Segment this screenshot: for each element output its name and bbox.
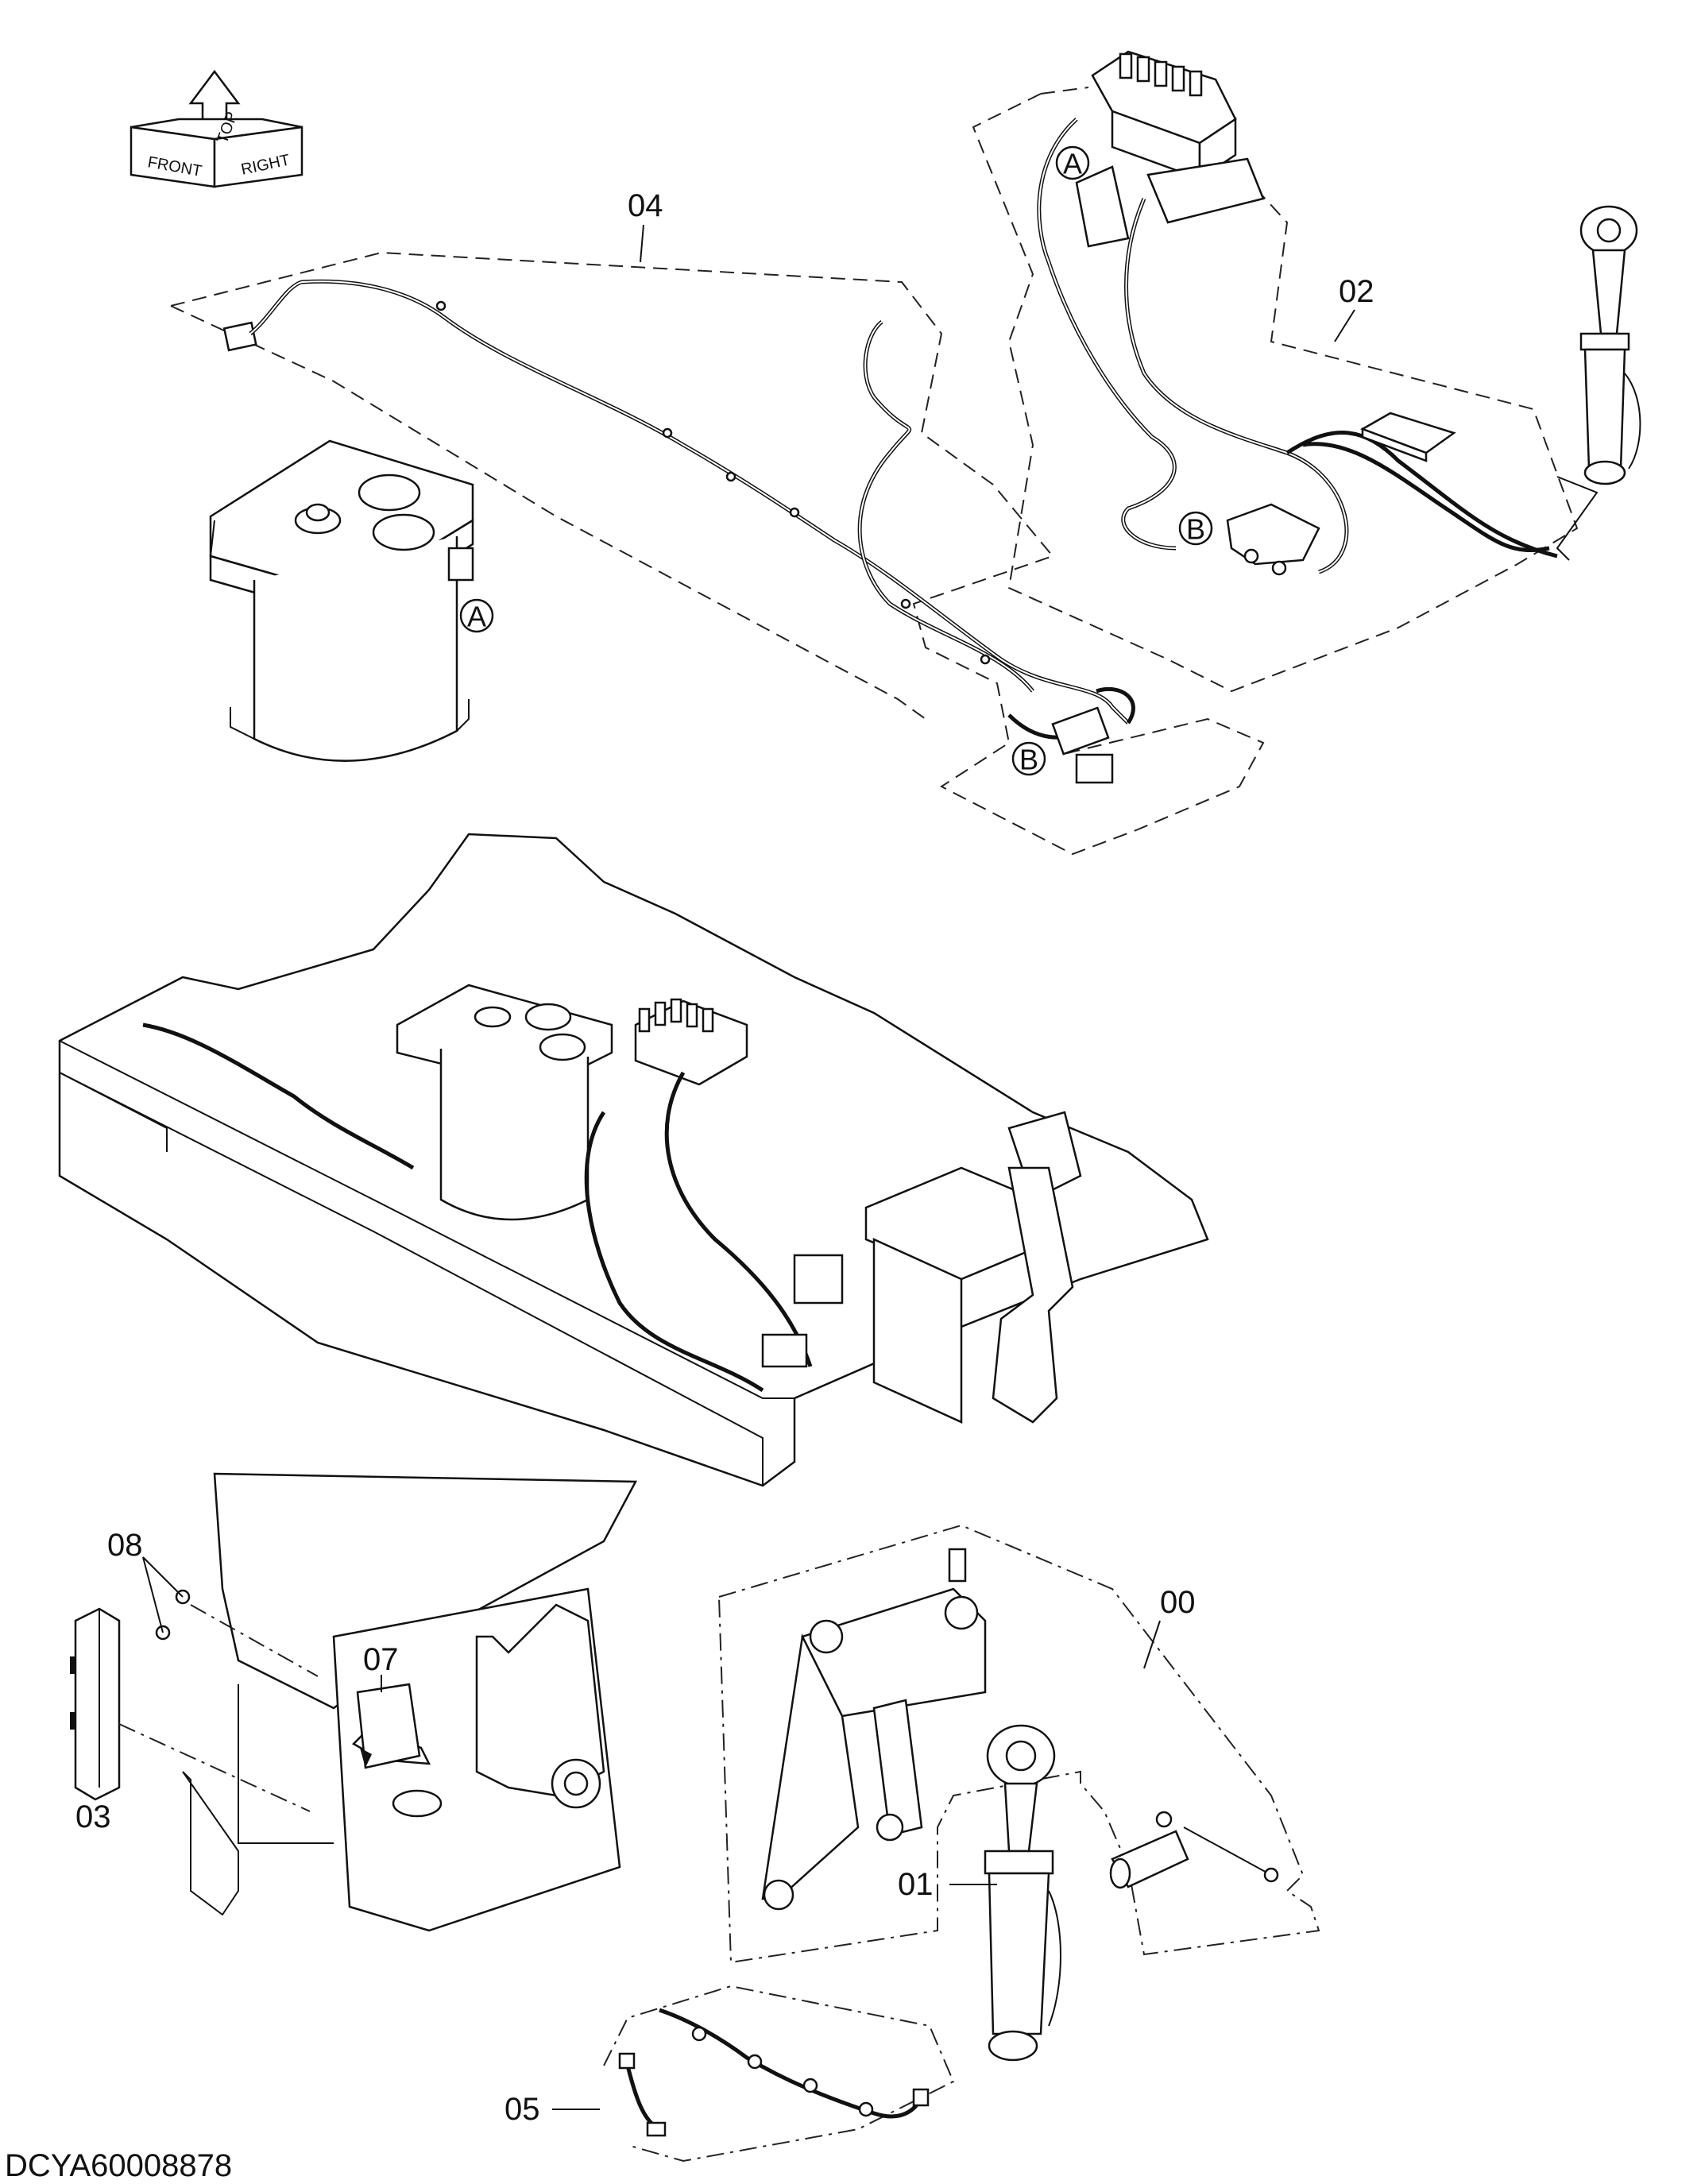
- svg-text:B: B: [1186, 513, 1205, 546]
- hydraulic-tank: [209, 439, 474, 762]
- svg-text:B: B: [1019, 744, 1038, 776]
- group-02-outline: [972, 93, 1579, 693]
- callout-00: 00: [1160, 1585, 1196, 1620]
- hose-harness-04: [222, 279, 1135, 784]
- orientation-cube-icon: TOP FRONT RIGHT: [130, 69, 303, 188]
- valve-hoses-02: [1037, 118, 1558, 576]
- boom-bracket-00: [761, 1548, 987, 1911]
- cover-plate-03: [70, 1607, 121, 1801]
- marker-a-valve: A: [1055, 145, 1090, 180]
- leader-lines: [142, 224, 1355, 2110]
- callout-08: 08: [107, 1528, 143, 1563]
- callout-05: 05: [505, 2092, 540, 2127]
- callout-07: 07: [363, 1642, 399, 1677]
- callout-01: 01: [898, 1867, 934, 1902]
- svg-text:A: A: [1063, 148, 1082, 180]
- marker-b-valve: B: [1178, 511, 1213, 546]
- callout-04: 04: [628, 188, 663, 223]
- wiring-harness-05: [618, 2008, 930, 2137]
- group-00-outline: [718, 1524, 1320, 1964]
- pin: [1109, 1811, 1279, 1889]
- boom-cylinder-01: [984, 1724, 1061, 2062]
- boom-cylinder-top: [1556, 205, 1641, 561]
- callout-03: 03: [75, 1799, 111, 1834]
- group-05-outline: [603, 1985, 955, 2163]
- callout-02: 02: [1339, 274, 1374, 309]
- svg-text:A: A: [467, 601, 486, 633]
- upper-frame: [58, 833, 1209, 1487]
- marker-b-hose: B: [1011, 741, 1046, 776]
- marker-a-tank: A: [459, 598, 494, 633]
- drawing-code: DCYA60008878: [5, 2148, 233, 2183]
- control-valve: [1075, 50, 1265, 248]
- group-04-outline: [170, 251, 1265, 856]
- bolt-08: [155, 1589, 191, 1641]
- decal-07: [356, 1683, 421, 1769]
